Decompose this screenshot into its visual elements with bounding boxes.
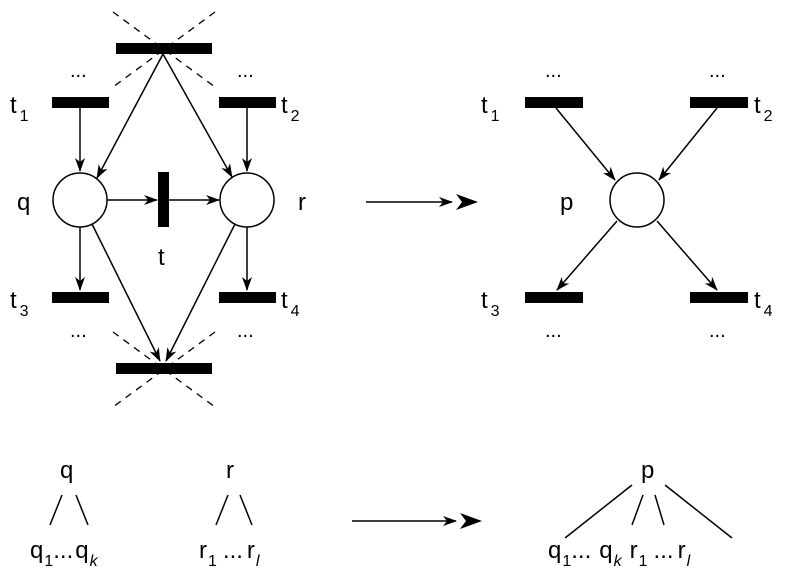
- place-r: [219, 172, 275, 228]
- tree-q-children: q1...qk: [30, 537, 99, 570]
- tree-q-root: q: [60, 457, 73, 484]
- label-q: q: [17, 189, 30, 216]
- ellipsis-t4-right: ...: [709, 320, 726, 342]
- transform-arrow-top: [366, 194, 478, 210]
- arc-p-t3: [556, 220, 618, 291]
- tree-left-r: r r1...rl: [199, 457, 260, 570]
- tree-p-root: p: [641, 457, 654, 484]
- arc-q-bottom: [91, 223, 161, 362]
- arc-top-r: [162, 53, 233, 178]
- tree-r-root: r: [226, 457, 234, 484]
- ellipsis-t4: ...: [237, 320, 254, 342]
- transform-arrow-bottom: [352, 513, 482, 529]
- transition-t1-right: [525, 97, 583, 108]
- ellipsis-t2-right: ...: [709, 60, 726, 82]
- ellipsis-t2: ...: [237, 60, 254, 82]
- transition-t4: [219, 292, 276, 303]
- crossout-dash: [112, 331, 216, 408]
- ellipsis-t3-right: ...: [545, 320, 562, 342]
- label-r: r: [298, 189, 306, 216]
- transition-top-removed: [116, 43, 212, 54]
- transition-t4-right: [690, 292, 748, 303]
- label-t: t: [158, 244, 165, 271]
- arc-r-bottom: [165, 223, 236, 362]
- arc-p-t4: [656, 220, 718, 291]
- tree-r-children: r1...rl: [199, 537, 260, 570]
- place-q: [52, 172, 108, 228]
- transition-t1: [52, 97, 109, 108]
- ellipsis-t1: ...: [70, 60, 87, 82]
- transition-t2: [219, 97, 276, 108]
- ellipsis-t3: ...: [70, 320, 87, 342]
- label-p: p: [560, 189, 573, 216]
- ellipsis-t1-right: ...: [545, 60, 562, 82]
- arc-t1-p: [555, 107, 616, 181]
- place-p: [609, 172, 665, 228]
- arc-t2-p: [658, 107, 718, 181]
- transition-t2-right: [690, 97, 748, 108]
- crossout-dash: [112, 331, 216, 408]
- transition-t3-right: [525, 292, 583, 303]
- transition-bottom-removed: [116, 363, 212, 374]
- arc-top-q: [96, 53, 164, 179]
- crossout-dash: [112, 11, 216, 88]
- transition-t3: [52, 292, 109, 303]
- crossout-dash: [112, 11, 216, 88]
- transition-t: [158, 172, 169, 227]
- tree-left-q: q q1...qk: [30, 457, 99, 570]
